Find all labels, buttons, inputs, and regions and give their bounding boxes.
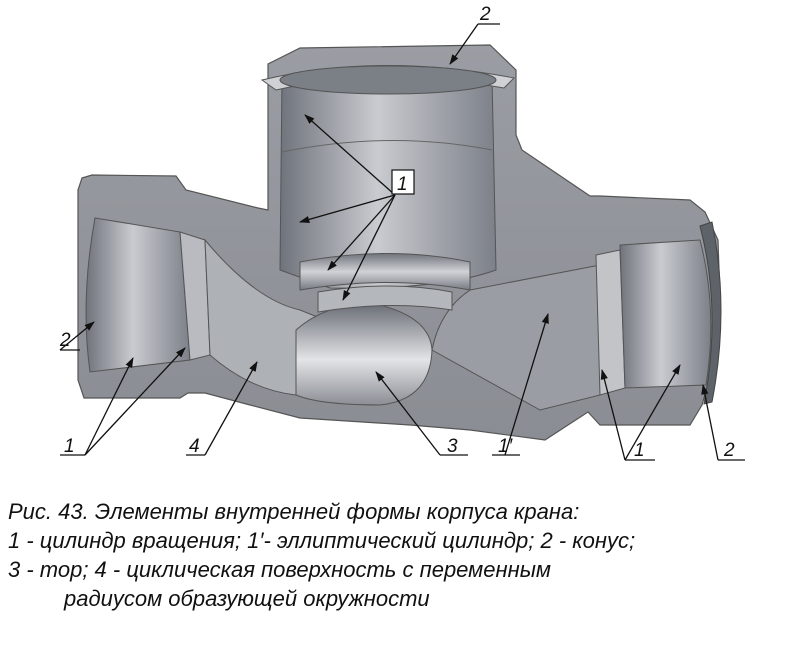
- label-right-cylinders: 1: [634, 440, 645, 461]
- leaders: [59, 23, 745, 461]
- label-box-center: [391, 169, 415, 195]
- elliptic-cylinder: [431, 264, 601, 411]
- leader-1prime: [504, 313, 549, 456]
- right-bore: [619, 239, 712, 389]
- housing-section: [77, 44, 722, 441]
- label-cyclic-surface: 4: [189, 436, 200, 457]
- leader-right-1a: [600, 368, 626, 461]
- leader-center-1c: [327, 194, 396, 271]
- seat-ring-2: [317, 285, 453, 313]
- figure-caption: Рис. 43. Элементы внутренней формы корпу…: [8, 497, 793, 613]
- leader-3: [375, 371, 441, 456]
- leader-left-cone: [59, 321, 95, 351]
- label-torus: 3: [447, 436, 458, 457]
- leader-center-1d: [342, 194, 396, 301]
- label-top-cone: 2: [479, 4, 491, 25]
- label-elliptic-cylinder: 1′: [498, 436, 514, 457]
- leader-center-1b: [298, 194, 396, 223]
- caption-line-4: радиусом образующей окружности: [64, 586, 430, 611]
- leader-left-1b: [84, 347, 186, 456]
- torus-surface: [295, 303, 433, 406]
- label-right-cone: 2: [723, 440, 735, 461]
- top-opening: [279, 65, 497, 95]
- caption-line-2: 1 - цилиндр вращения; 1′- эллиптический …: [8, 528, 636, 553]
- seat-ring-1: [299, 253, 471, 291]
- caption-line-3: 3 - тор; 4 - циклическая поверхность с п…: [8, 557, 551, 582]
- leader-right-1b: [624, 364, 681, 461]
- leader-right-cone: [701, 383, 719, 461]
- valve-body-section-drawing: 2 1 2 1 4 3 1′ 1 2: [59, 4, 745, 461]
- label-center-cylinder: 1: [397, 174, 408, 195]
- top-bore-shoulder: [281, 139, 493, 153]
- leader-left-1a: [84, 357, 134, 456]
- right-cone: [699, 221, 722, 405]
- label-texts: 2 1 2 1 4 3 1′ 1 2: [59, 4, 735, 461]
- leader-top-cone: [449, 23, 479, 65]
- leader-center-1a: [304, 114, 396, 196]
- caption-line-1: Рис. 43. Элементы внутренней формы корпу…: [8, 499, 580, 524]
- leader-4: [204, 361, 258, 456]
- label-left-cone: 2: [59, 330, 71, 351]
- label-left-cylinders: 1: [64, 436, 75, 457]
- left-bore: [85, 217, 191, 373]
